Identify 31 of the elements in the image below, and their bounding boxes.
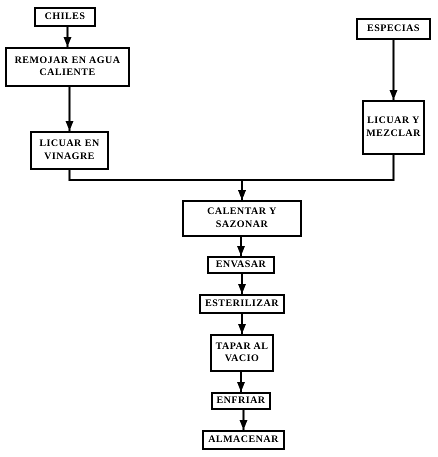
process-box — [202, 430, 285, 450]
step-label: LICUAR Y MEZCLAR — [365, 115, 422, 140]
arrow — [390, 40, 398, 100]
process-box — [182, 200, 302, 237]
process-box — [356, 18, 431, 40]
process-box — [211, 392, 271, 410]
step-label: CHILES — [44, 10, 86, 24]
step-label: ENVASAR — [216, 258, 266, 272]
process-box — [199, 294, 285, 314]
step-label: ESTERILIZAR — [205, 298, 279, 310]
process-box — [210, 334, 274, 372]
arrow — [238, 274, 246, 294]
arrow — [238, 314, 246, 334]
arrow — [237, 372, 245, 392]
process-box — [34, 7, 96, 27]
process-box — [362, 100, 425, 155]
step-label: ENFRIAR — [216, 394, 266, 408]
process-box — [30, 131, 109, 170]
step-label: ESPECIAS — [367, 22, 420, 36]
step-label: ALMACENAR — [208, 434, 279, 446]
step-label: CALENTAR Y SAZONAR — [206, 206, 278, 231]
process-box — [207, 256, 275, 274]
arrow — [66, 87, 74, 131]
step-label: LICUAR EN VINAGRE — [38, 138, 101, 163]
arrow — [240, 410, 248, 430]
step-label: TAPAR AL VACIO — [214, 340, 270, 366]
step-label: REMOJAR EN AGUA CALIENTE — [14, 54, 122, 80]
arrow — [237, 237, 245, 256]
process-box — [5, 47, 130, 87]
arrow — [238, 155, 394, 200]
arrow — [64, 27, 72, 47]
